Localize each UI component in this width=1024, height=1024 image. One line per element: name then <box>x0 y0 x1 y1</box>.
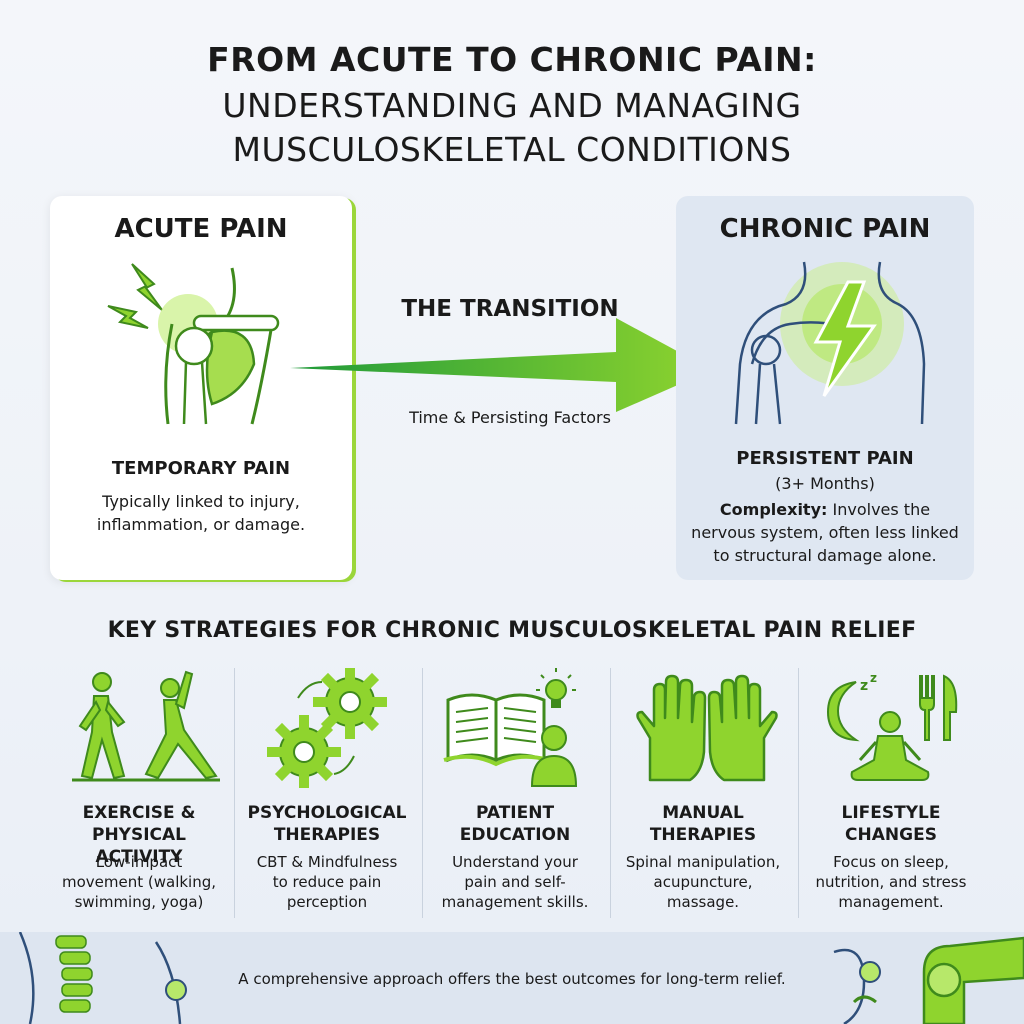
chronic-pain-card: CHRONIC PAIN PERSISTENT PAIN (3+ Months)… <box>676 196 974 580</box>
strategy-desc-line: pain and self- <box>464 873 566 891</box>
strategy-title: PSYCHOLOGICAL THERAPIES <box>234 802 420 846</box>
book-lightbulb-icon <box>443 668 578 787</box>
strategy-title: EXERCISE & PHYSICAL ACTIVITY <box>46 802 232 868</box>
strategy-desc-line: Focus on sleep, <box>833 853 949 871</box>
strategy-desc-line: management skills. <box>441 893 589 911</box>
strategy-desc: Focus on sleep, nutrition, and stress ma… <box>798 852 984 912</box>
strategy-title-line: THERAPIES <box>273 825 381 845</box>
strategy-desc-line: movement (walking, <box>61 873 217 891</box>
svg-text:z: z <box>870 671 877 685</box>
strategy-title-line: EXERCISE & <box>82 803 196 823</box>
divider <box>234 668 235 918</box>
strategy-education: PATIENT EDUCATION Understand your pain a… <box>422 668 608 918</box>
divider <box>422 668 423 918</box>
strategy-desc: CBT & Mindfulness to reduce pain percept… <box>234 852 420 912</box>
strategy-desc: Understand your pain and self- managemen… <box>422 852 608 912</box>
strategy-lifestyle: z z LIFESTYLE CHANGES Focus on sleep, nu… <box>798 668 984 918</box>
strategy-desc-line: Spinal manipulation, <box>625 853 781 871</box>
strategy-title-line: PATIENT <box>475 803 555 823</box>
spine-icon <box>18 932 187 1024</box>
knee-joint-icon <box>833 936 1024 1024</box>
acute-pain-desc-2: inflammation, or damage. <box>96 515 306 534</box>
strategies-title: KEY STRATEGIES FOR CHRONIC MUSCULOSKELET… <box>107 618 917 643</box>
strategy-title-line: CHANGES <box>845 825 937 845</box>
chronic-torso-icon <box>734 261 926 425</box>
moon-meditation-utensils-icon: z z <box>826 671 958 781</box>
strategy-title-line: MANUAL <box>662 803 744 823</box>
strategy-desc: Low-impact movement (walking, swimming, … <box>46 852 232 912</box>
strategy-title-line: LIFESTYLE <box>841 803 941 823</box>
chronic-complexity-line-3: to structural damage alone. <box>713 546 937 565</box>
strategy-title: LIFESTYLE CHANGES <box>798 802 984 846</box>
strategy-desc-line: management. <box>838 893 944 911</box>
walking-yoga-icon <box>72 670 220 782</box>
page-title-line-1: FROM ACUTE TO CHRONIC PAIN: <box>207 40 817 79</box>
page-title-line-3: MUSCULOSKELETAL CONDITIONS <box>232 130 792 169</box>
strategy-desc-line: swimming, yoga) <box>74 893 204 911</box>
svg-text:z: z <box>860 678 868 694</box>
strategy-title-line: EDUCATION <box>459 825 571 845</box>
page-title-line-2: UNDERSTANDING AND MANAGING <box>222 86 802 125</box>
strategy-desc-line: to reduce pain <box>272 873 382 891</box>
chronic-complexity-line-1: Complexity: Involves the <box>676 498 974 521</box>
strategy-desc-line: massage. <box>666 893 740 911</box>
acute-shoulder-icon <box>107 263 280 425</box>
hands-icon <box>636 674 778 782</box>
divider <box>610 668 611 918</box>
divider <box>798 668 799 918</box>
footer-band <box>0 932 1024 1024</box>
strategy-desc-line: acupuncture, <box>653 873 753 891</box>
strategy-exercise: EXERCISE & PHYSICAL ACTIVITY Low-impact … <box>46 668 232 918</box>
transition-title: THE TRANSITION <box>401 296 619 322</box>
strategy-psychological: PSYCHOLOGICAL THERAPIES CBT & Mindfulnes… <box>234 668 420 918</box>
strategy-title-line: THERAPIES <box>649 825 757 845</box>
strategy-desc-line: Low-impact <box>95 853 183 871</box>
acute-pain-desc-1: Typically linked to injury, <box>102 492 300 511</box>
strategy-title-line: PSYCHOLOGICAL <box>247 803 407 823</box>
strategy-desc-line: CBT & Mindfulness <box>256 853 398 871</box>
strategy-manual: MANUAL THERAPIES Spinal manipulation, ac… <box>610 668 796 918</box>
strategy-desc-line: nutrition, and stress <box>815 873 967 891</box>
gears-icon <box>267 668 387 788</box>
strategy-title-line: PHYSICAL ACTIVITY <box>91 825 187 867</box>
acute-pain-heading: TEMPORARY PAIN <box>111 458 291 479</box>
acute-pain-title: ACUTE PAIN <box>114 214 288 244</box>
strategy-title: MANUAL THERAPIES <box>610 802 796 846</box>
complexity-text-1: Involves the <box>832 500 931 519</box>
transition-arrow-icon <box>290 318 712 412</box>
footer-text: A comprehensive approach offers the best… <box>238 970 786 988</box>
chronic-pain-duration: (3+ Months) <box>775 474 875 493</box>
complexity-label: Complexity: <box>719 500 828 519</box>
strategy-title: PATIENT EDUCATION <box>422 802 608 846</box>
strategy-desc: Spinal manipulation, acupuncture, massag… <box>610 852 796 912</box>
strategy-desc-line: perception <box>286 893 368 911</box>
chronic-complexity-line-2: nervous system, often less linked <box>691 523 959 542</box>
strategy-desc-line: Understand your <box>452 853 578 871</box>
chronic-pain-heading: PERSISTENT PAIN <box>736 448 914 469</box>
chronic-pain-title: CHRONIC PAIN <box>719 214 931 244</box>
transition-subtitle: Time & Persisting Factors <box>409 408 611 427</box>
acute-pain-card: ACUTE PAIN TEMPORARY PAIN Typically link… <box>50 196 352 580</box>
